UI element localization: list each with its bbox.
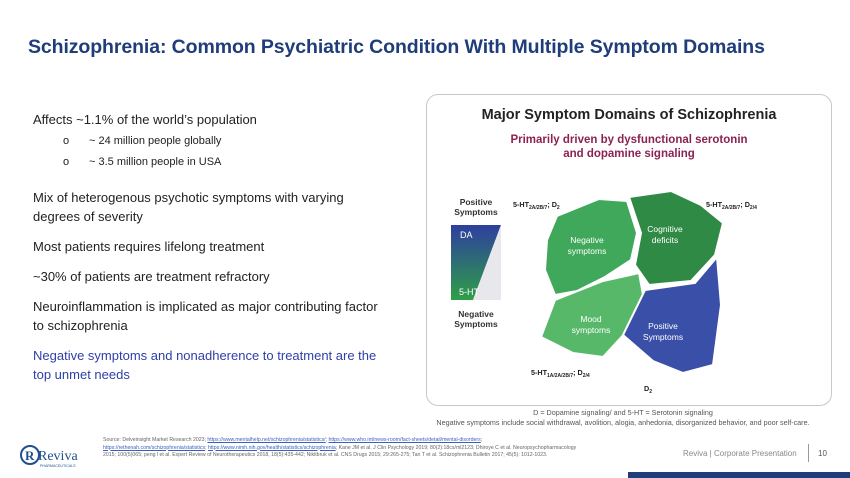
- footer-divider: [808, 444, 809, 462]
- unmet-needs-text: Negative symptoms and nonadherence to tr…: [33, 348, 377, 382]
- footnote: D = Dopamine signaling/ and 5-HT = Serot…: [300, 408, 850, 428]
- receptor-label-bottom: D2: [644, 384, 652, 395]
- mood-domain-label-line-1: Mood: [580, 314, 602, 324]
- panel-title: Major Symptom Domains of Schizophrenia: [481, 107, 777, 123]
- positive-domain-label-line-2: Symptoms: [643, 332, 683, 342]
- source-link-who[interactable]: https://www.who.int/news-room/fact-sheet…: [328, 437, 481, 443]
- sources-lead: Source: Delveinsight Market Research 202…: [103, 437, 208, 443]
- sources-tail-2: 2015; 100(5)065; peng l et al. Expert Re…: [103, 452, 548, 458]
- mood-domain-label-line-2: symptoms: [572, 325, 611, 335]
- negative-label-line-2: Symptoms: [454, 319, 498, 329]
- sub-item-text: ~ 24 million people globally: [89, 135, 222, 147]
- receptor-label-top-left: 5-HT2A/2B/7; D2: [513, 200, 560, 211]
- sub-item-text: ~ 3.5 million people in USA: [89, 156, 222, 168]
- receptor-label-bottom-left: 5-HT1A/2A/2B/7; D2/4: [531, 368, 590, 379]
- positive-domain-label-line-1: Positive: [648, 321, 678, 331]
- source-link-nimh[interactable]: https://www.nimh.nih.gov/health/statisti…: [207, 444, 336, 451]
- reviva-logo: R Reviva PHARMACEUTICALS: [20, 440, 100, 472]
- logo-letter: R: [25, 448, 35, 463]
- negative-label-line-1: Negative: [458, 309, 494, 319]
- affects-text: Affects ~1.1% of the world’s population: [33, 112, 257, 127]
- panel-subtitle-line-1: Primarily driven by dysfunctional seroto…: [510, 134, 748, 146]
- logo-word: Reviva: [38, 449, 78, 464]
- da-label: DA: [460, 230, 473, 240]
- footnote-line-1: D = Dopamine signaling/ and 5-HT = Serot…: [533, 408, 713, 417]
- footnote-line-2: Negative symptoms include social withdra…: [436, 418, 810, 427]
- serotonin-wedge: [473, 225, 501, 300]
- dopamine-gradient-wedge: [451, 225, 501, 300]
- cognitive-domain-label-line-2: deficits: [652, 235, 678, 245]
- panel-subtitle-line-2: and dopamine signaling: [563, 148, 695, 160]
- ht-label: 5-HT: [459, 287, 480, 297]
- neuroinflammation-text: Neuroinflammation is implicated as major…: [33, 299, 378, 333]
- sub-item-global: o ~ 24 million people globally: [63, 131, 378, 152]
- panel-subtitle: Primarily driven by dysfunctional seroto…: [427, 133, 831, 161]
- lifelong-text: Most patients requires lifelong treatmen…: [33, 239, 265, 254]
- heterogeneity-text: Mix of heterogenous psychotic symptoms w…: [33, 190, 344, 224]
- receptor-label-top-right: 5-HT2A/2B/7; D2/4: [706, 200, 757, 211]
- positive-symptoms-domain: [621, 254, 723, 375]
- footer-accent-bar: [628, 472, 850, 478]
- logo-ring: [20, 445, 40, 465]
- bullet-marker: o: [63, 135, 70, 147]
- refractory-text: ~30% of patients are treatment refractor…: [33, 269, 270, 284]
- symptom-domains-diagram: Positive Symptoms DA 5-HT Negative Sympt…: [451, 189, 757, 395]
- footer-brand: Reviva | Corporate Presentation: [683, 449, 797, 458]
- sources-tail-1: ; Kane JM et al. J Clin Psychology 2019;…: [335, 444, 577, 451]
- logo-tagline: PHARMACEUTICALS: [40, 464, 76, 468]
- sources: Source: Delveinsight Market Research 202…: [103, 437, 577, 458]
- sub-item-usa: o ~ 3.5 million people in USA: [63, 152, 378, 173]
- positive-label-line-2: Symptoms: [454, 207, 498, 217]
- cognitive-deficits-domain: [627, 189, 725, 287]
- positive-label-line-1: Positive: [460, 197, 493, 207]
- slide-title: Schizophrenia: Common Psychiatric Condit…: [28, 36, 765, 58]
- page-number: 10: [818, 449, 827, 458]
- bullet-marker: o: [63, 156, 70, 168]
- key-facts: Affects ~1.1% of the world’s population …: [33, 110, 378, 384]
- source-link-mentalhelp[interactable]: https://www.mentalhelp.net/schizophrenia…: [207, 437, 326, 443]
- cognitive-domain-label-line-1: Cognitive: [647, 224, 683, 234]
- symptom-domains-panel: Major Symptom Domains of Schizophrenia P…: [426, 94, 832, 406]
- logo-graphic: R Reviva PHARMACEUTICALS: [20, 445, 78, 468]
- source-link-rethenah[interactable]: https://rethenah.com/schizophrenia/stati…: [103, 444, 206, 451]
- negative-domain-label-line-2: symptoms: [568, 246, 607, 256]
- negative-domain-label-line-1: Negative: [570, 235, 604, 245]
- negative-symptoms-domain: [543, 197, 639, 297]
